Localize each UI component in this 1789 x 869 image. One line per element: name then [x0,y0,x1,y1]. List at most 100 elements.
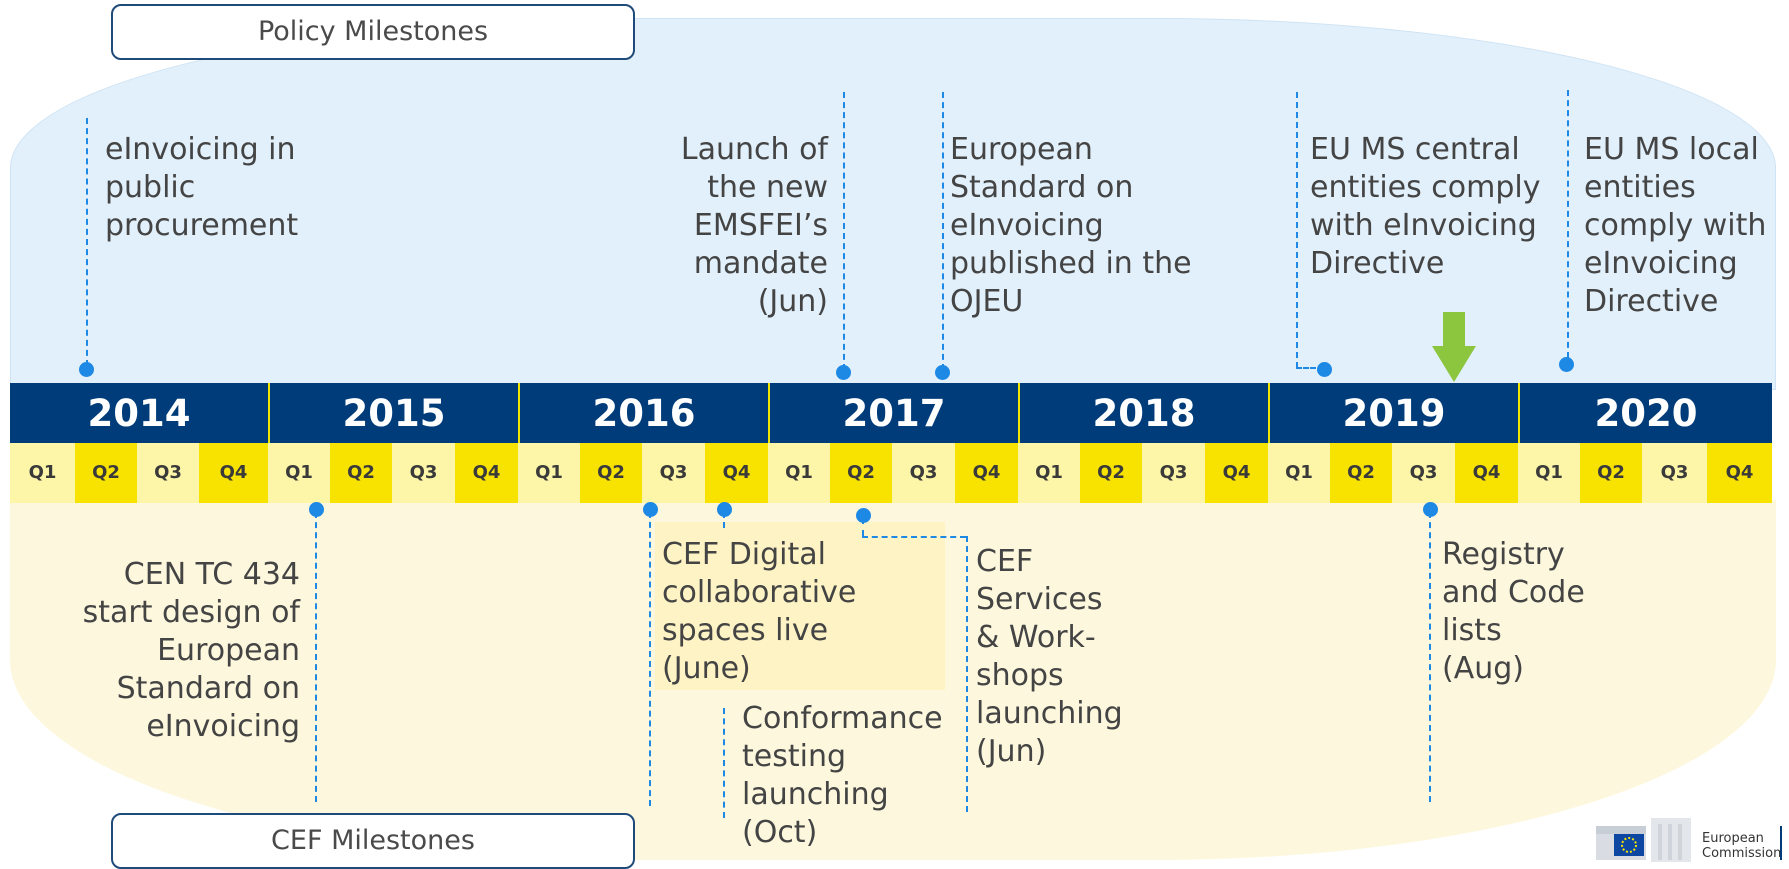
label-line: Standard on [116,671,300,706]
label-line: Registry [1442,537,1565,572]
label-line: eInvoicing [950,208,1104,243]
policy-milestones-title: Policy Milestones [111,4,635,60]
policy-milestone-local-entities-comply: EU MS local entities comply with eInvoic… [1584,131,1766,321]
cef-leader-line-4b [966,536,968,812]
quarter-2014-q3: Q3 [137,443,199,503]
cef-leader-line-3b [723,708,725,818]
label-line: testing [742,739,847,774]
label-line: eInvoicing in [105,132,296,167]
quarter-2020-q1: Q1 [1518,443,1580,503]
quarter-2014-q1: Q1 [10,443,75,503]
quarter-bar: Q1 Q2 Q3 Q4 Q1 Q2 Q3 Q4 Q1 Q2 Q3 Q4 Q1 Q… [10,443,1772,503]
year-2015: 2015 [268,383,518,443]
label-line: (Jun) [757,284,828,319]
cef-marker-3 [717,502,732,517]
quarter-2017-q1: Q1 [768,443,830,503]
quarter-2018-q4: Q4 [1205,443,1268,503]
label-line: European [157,633,300,668]
quarter-2016-q3: Q3 [642,443,705,503]
european-commission-wordmark: European Commission [1702,831,1781,861]
quarter-2019-q1: Q1 [1268,443,1330,503]
label-line: collaborative [662,575,857,610]
cef-leader-line-3a [723,512,725,528]
quarter-2016-q2: Q2 [580,443,642,503]
label-line: launching [742,777,889,812]
european-commission-logo [1596,818,1691,862]
label-line: CEF [976,544,1034,579]
policy-milestones-band [10,18,1776,390]
label-line: OJEU [950,284,1024,319]
policy-milestone-european-standard-ojeu: European Standard on eInvoicing publishe… [950,131,1192,321]
year-2020: 2020 [1518,383,1772,443]
quarter-2020-q4: Q4 [1707,443,1772,503]
label-line: the new [707,170,828,205]
label-line: launching [976,696,1123,731]
year-2018: 2018 [1018,383,1268,443]
label-line: Launch of [680,132,828,167]
quarter-2014-q2: Q2 [75,443,137,503]
label-line: and Code [1442,575,1585,610]
label-line: entities comply [1310,170,1541,205]
quarter-2018-q3: Q3 [1142,443,1205,503]
cef-leader-elbow-4 [862,536,966,538]
label-line: shops [976,658,1064,693]
quarter-2015-q1: Q1 [268,443,330,503]
policy-leader-line-5 [1567,90,1569,358]
label-line: public [105,170,196,205]
cef-milestone-cen-tc-434: CEN TC 434 start design of European Stan… [58,556,300,746]
cef-leader-line-2 [649,512,651,806]
cef-marker-4 [856,508,871,523]
cef-leader-line-4a [862,518,864,536]
cef-leader-line-1 [315,512,317,802]
quarter-2019-q2: Q2 [1330,443,1392,503]
policy-marker-4 [1317,362,1332,377]
quarter-2017-q2: Q2 [830,443,892,503]
label-line: published in the [950,246,1192,281]
label-line: EMSFEI’s [693,208,828,243]
policy-leader-line-3 [942,92,944,370]
label-line: procurement [105,208,299,243]
quarter-2019-q3: Q3 [1392,443,1455,503]
label-line: eInvoicing [1584,246,1738,281]
year-2019: 2019 [1268,383,1518,443]
label-line: entities [1584,170,1696,205]
label-line: mandate [693,246,828,281]
quarter-2020-q2: Q2 [1580,443,1642,503]
logo-text-line: European [1702,831,1764,846]
label-line: CEN TC 434 [123,557,300,592]
label-line: with eInvoicing [1310,208,1537,243]
cef-milestone-conformance-testing: Conformance testing launching (Oct) [742,700,943,852]
policy-leader-line-4 [1296,92,1298,368]
policy-leader-elbow-4 [1296,367,1316,369]
cef-marker-2 [643,502,658,517]
quarter-2020-q3: Q3 [1642,443,1707,503]
cef-milestone-registry-code-lists: Registry and Code lists (Aug) [1442,536,1585,688]
cef-milestone-digital-collaborative-spaces: CEF Digital collaborative spaces live (J… [662,536,856,688]
policy-milestone-central-entities-comply: EU MS central entities comply with eInvo… [1310,131,1541,283]
quarter-2018-q2: Q2 [1080,443,1142,503]
label-line: Conformance [742,701,943,736]
policy-leader-line-1 [86,118,88,366]
year-2017: 2017 [768,383,1018,443]
label-line: eInvoicing [146,709,300,744]
cef-milestone-services-workshops: CEF Services & Work- shops launching (Ju… [976,543,1123,771]
year-2014: 2014 [87,392,191,435]
quarter-2015-q3: Q3 [392,443,455,503]
label-line: (Oct) [742,815,818,850]
label-line: Directive [1310,246,1445,281]
cef-marker-1 [309,502,324,517]
cef-marker-5 [1423,502,1438,517]
quarter-2017-q3: Q3 [892,443,955,503]
label-line: spaces live [662,613,829,648]
label-line: CEF Digital [662,537,826,572]
label-line: lists [1442,613,1502,648]
quarter-2016-q1: Q1 [518,443,580,503]
policy-marker-3 [935,365,950,380]
quarter-2014-q4: Q4 [199,443,268,503]
label-line: EU MS central [1310,132,1520,167]
current-date-arrow-icon [1432,312,1476,382]
label-line: Directive [1584,284,1719,319]
quarter-2015-q2: Q2 [330,443,392,503]
label-line: (June) [662,651,751,686]
year-2016: 2016 [518,383,768,443]
